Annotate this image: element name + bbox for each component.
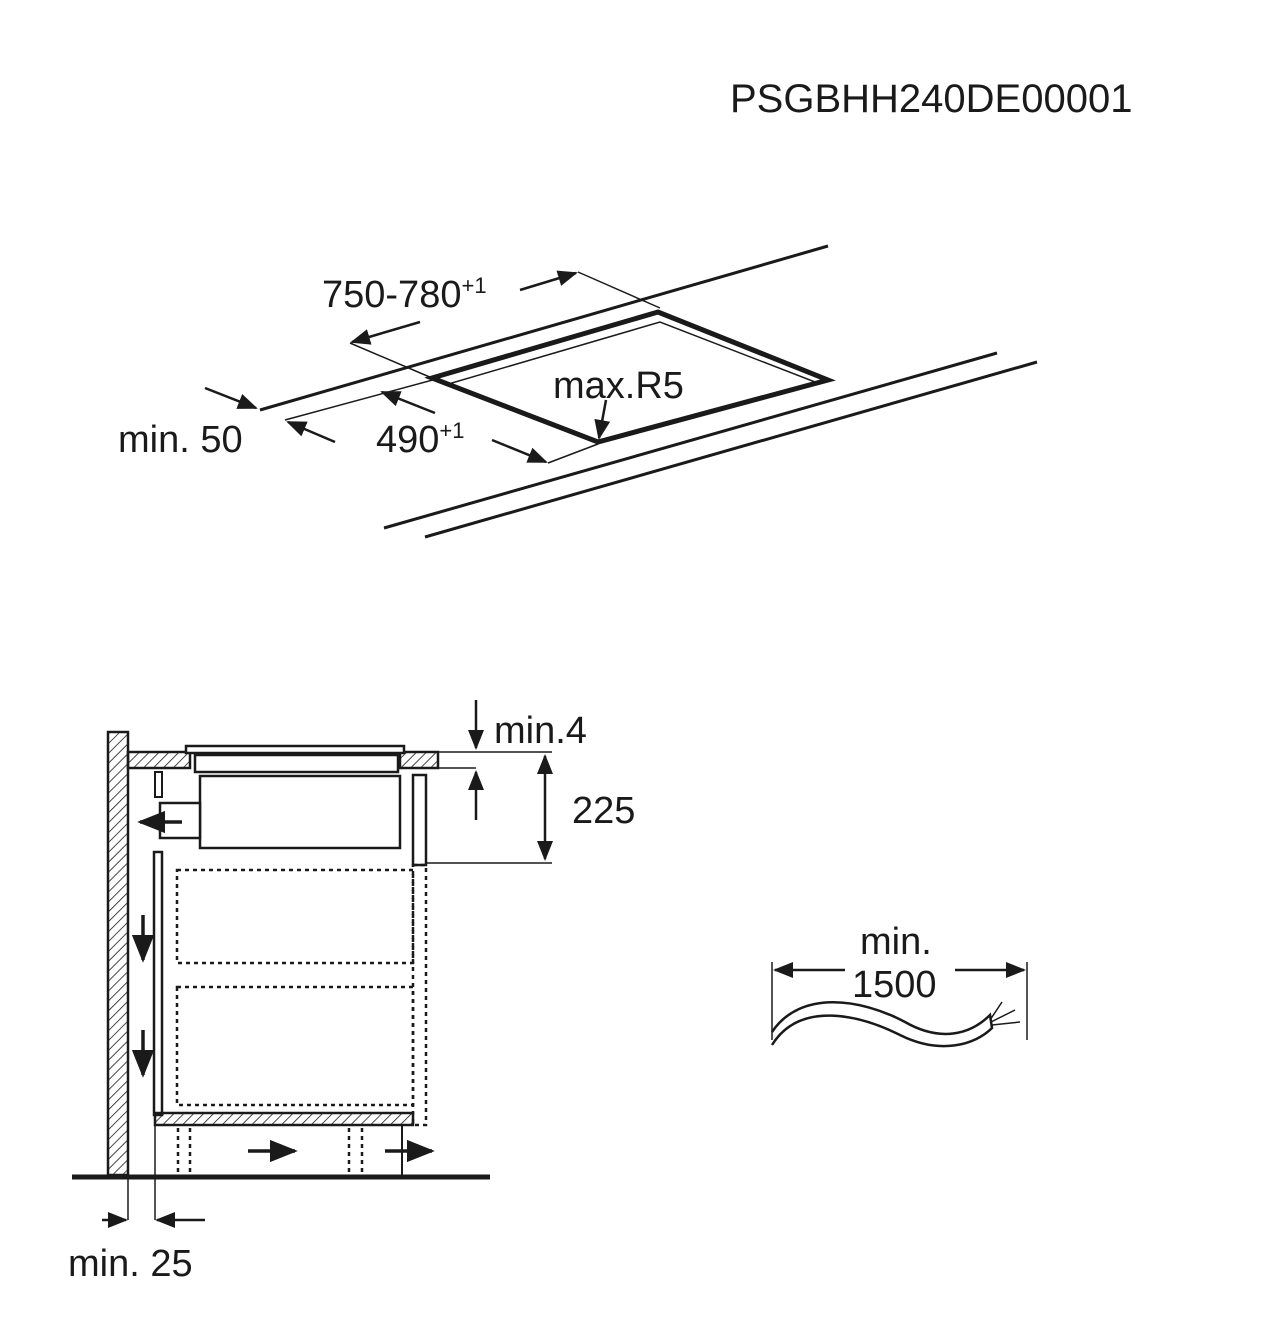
height-label: 225 — [572, 790, 635, 832]
rear-slot — [154, 771, 163, 798]
drawer-upper — [175, 868, 415, 965]
dimension-arrow — [519, 270, 578, 292]
drawer-front — [411, 863, 428, 1127]
hob-glass — [184, 744, 406, 755]
cable-wires — [989, 1001, 1021, 1026]
dimension-arrow — [350, 320, 421, 345]
gap-top-label: min.4 — [494, 710, 587, 752]
hob-frame — [193, 753, 400, 774]
cutout-diagram — [204, 244, 1038, 539]
wall — [106, 730, 130, 1177]
dimension-arrow — [204, 386, 258, 410]
dimension-arrow — [380, 390, 436, 415]
counter-front-edge-2 — [424, 360, 1038, 539]
cable — [770, 1001, 994, 1048]
width-dimension-label: 750-780+1 — [322, 273, 487, 316]
edge-min-label: min. 50 — [118, 419, 243, 461]
counter-edge-thin — [284, 377, 441, 421]
model-code: PSGBHH240DE00001 — [730, 77, 1132, 121]
drawer-lower — [175, 985, 415, 1107]
extension-line — [577, 271, 661, 309]
worktop-right — [398, 750, 440, 770]
radius-label: max.R5 — [553, 365, 684, 407]
cable-min-label: min. — [860, 921, 932, 963]
cutout-outline — [424, 309, 836, 445]
extension-line — [547, 443, 599, 464]
radius-arrow — [594, 399, 611, 440]
extension-line — [349, 342, 433, 379]
dimension-arrow — [491, 438, 548, 464]
counter-back-edge — [259, 244, 829, 412]
wall-gap-label: min. 25 — [68, 1243, 193, 1285]
counter-front-edge-1 — [383, 351, 998, 530]
cable-length-label: 1500 — [852, 964, 937, 1006]
section-diagram — [72, 700, 553, 1228]
cabinet-bottom — [153, 1111, 415, 1127]
cutout-inner-edge — [444, 321, 816, 386]
dimension-arrow — [286, 420, 336, 444]
depth-dimension-label: 490+1 — [376, 418, 465, 461]
front-panel — [411, 773, 428, 867]
cabinet-side — [152, 850, 164, 1117]
hob-body — [198, 774, 402, 850]
cable-diagram — [770, 962, 1028, 1048]
worktop-left — [126, 750, 192, 770]
